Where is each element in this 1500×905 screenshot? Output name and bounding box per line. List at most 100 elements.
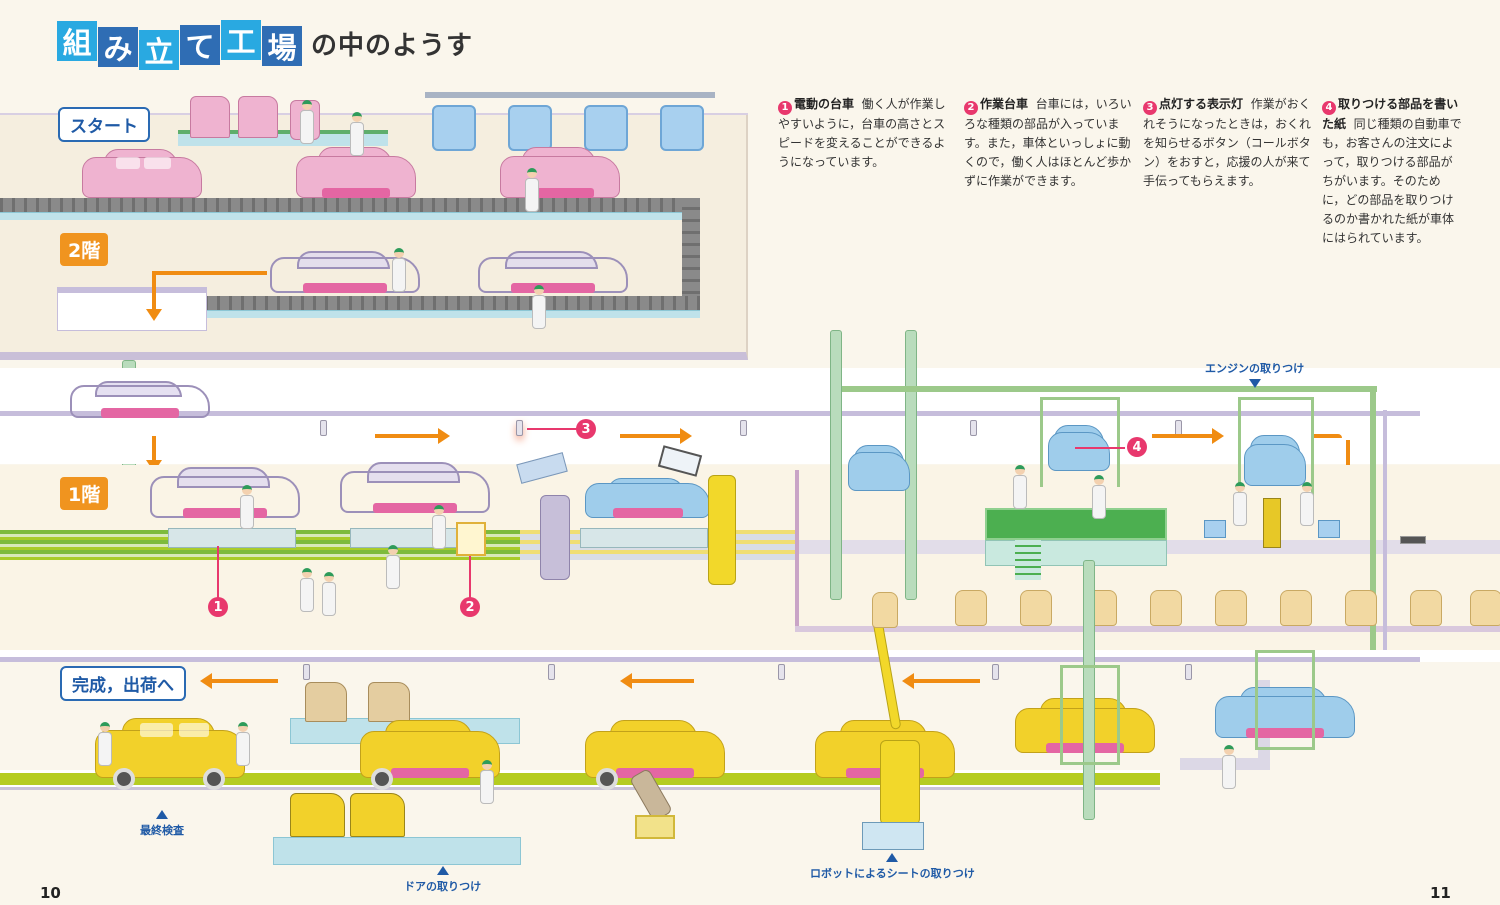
door-panel xyxy=(305,682,347,722)
flow-arrow-icon xyxy=(152,271,267,275)
callout-title: 点灯する表示灯 xyxy=(1159,97,1244,111)
page-number-left: 10 xyxy=(40,884,61,902)
parts-box xyxy=(1318,520,1340,538)
worker xyxy=(300,100,314,144)
hanger-frame xyxy=(1060,665,1120,765)
conveyor-turn xyxy=(682,198,700,318)
car-front-blue xyxy=(848,438,910,503)
car-body-pink xyxy=(500,140,620,210)
worker xyxy=(525,168,539,212)
badge-2: 2 xyxy=(460,597,480,617)
title-char: み xyxy=(98,27,138,67)
worker xyxy=(392,248,406,292)
parts-box xyxy=(1204,520,1226,538)
indicator-lamp-icon xyxy=(548,664,555,680)
indicator-lamp-icon xyxy=(1185,664,1192,680)
line-edge xyxy=(795,470,799,630)
seat xyxy=(1410,590,1442,626)
worker xyxy=(386,545,400,589)
seat xyxy=(1150,590,1182,626)
engine-lift xyxy=(1263,498,1281,548)
work-platform xyxy=(985,508,1167,540)
overhead-rail xyxy=(1383,410,1387,660)
car-yellow-finished xyxy=(95,710,245,790)
title-char: 場 xyxy=(262,26,302,66)
car-yellow xyxy=(585,712,725,790)
callout-title: 作業台車 xyxy=(980,97,1029,111)
door-panel xyxy=(238,96,278,138)
car-frame xyxy=(478,245,628,305)
flow-arrow-icon xyxy=(146,275,162,321)
floor1-label: 1階 xyxy=(60,477,109,510)
glass-robot xyxy=(708,475,736,585)
worker xyxy=(532,285,546,329)
indicator-lamp-icon xyxy=(516,420,523,436)
callout-pointer-line xyxy=(1075,447,1125,449)
seat xyxy=(1345,590,1377,626)
worker xyxy=(432,505,446,549)
gantry-beam xyxy=(1370,386,1376,656)
callout-text: 作業がおくれそうになったときは，おくれを知らせるボタン（コールボタン）をおすと，… xyxy=(1143,97,1312,188)
flow-arrow-icon xyxy=(620,428,692,444)
hanger-carrier xyxy=(660,105,704,151)
title-char: 工 xyxy=(221,20,261,60)
overhead-rail xyxy=(0,657,1420,662)
work-cart xyxy=(456,522,486,556)
car-frame xyxy=(150,460,300,530)
worker xyxy=(1092,475,1106,519)
worker xyxy=(350,112,364,156)
start-label: スタート xyxy=(58,107,150,142)
worker xyxy=(1300,482,1314,526)
door-station xyxy=(273,837,521,865)
title-char: て xyxy=(180,25,220,65)
flow-arrow-icon xyxy=(1152,428,1224,444)
hanger-frame xyxy=(1255,650,1315,750)
seat xyxy=(872,592,898,628)
indicator-lamp-icon xyxy=(778,664,785,680)
worker xyxy=(1222,745,1236,789)
flow-arrow-icon xyxy=(1312,434,1342,438)
seat xyxy=(1470,590,1500,626)
worker xyxy=(98,722,112,766)
floor2-label: 2階 xyxy=(60,233,109,266)
callout-text: 同じ種類の自動車でも，お客さんの注文によって，取りつける部品がちがいます。そのた… xyxy=(1322,116,1462,245)
car-blue xyxy=(1215,680,1355,750)
indicator-lamp-icon xyxy=(303,664,310,680)
seat xyxy=(1020,590,1052,626)
indicator-lamp-icon xyxy=(992,664,999,680)
robot-base xyxy=(635,815,675,839)
support-pillar xyxy=(1083,560,1095,820)
conveyor-rail xyxy=(205,310,700,318)
worker xyxy=(480,760,494,804)
page-number-right: 11 xyxy=(1430,884,1451,902)
hanger-frame xyxy=(1238,397,1314,497)
badge-3: 3 xyxy=(576,419,596,439)
welding-robot xyxy=(540,495,570,580)
overhead-rail xyxy=(425,92,715,98)
door-panel-yellow xyxy=(290,793,345,837)
engine-install-caption: エンジンの取りつけ xyxy=(1205,360,1304,388)
callout-pointer-line xyxy=(469,556,471,598)
car-body-pink xyxy=(82,142,202,210)
car-frame xyxy=(270,245,420,305)
robot-seat-caption: ロボットによるシートの取りつけ xyxy=(810,853,975,881)
seat-conveyor xyxy=(795,626,1500,632)
title-char: 組 xyxy=(57,21,97,61)
seat-robot xyxy=(880,740,920,825)
car-yellow xyxy=(360,712,500,790)
final-inspection-caption: 最終検査 xyxy=(140,810,184,838)
worker xyxy=(300,568,314,612)
number-badge: 2 xyxy=(964,100,978,115)
electric-cart xyxy=(168,528,296,548)
car-frame xyxy=(340,455,490,525)
indicator-lamp-icon xyxy=(320,420,327,436)
door-panel xyxy=(368,682,410,722)
badge-1: 1 xyxy=(208,597,228,617)
worker xyxy=(1233,482,1247,526)
door-install-caption: ドアの取りつけ xyxy=(404,866,481,894)
page-title: 組 み 立 て 工 場 の中のようす xyxy=(57,16,473,70)
car-body-blue xyxy=(585,472,710,530)
